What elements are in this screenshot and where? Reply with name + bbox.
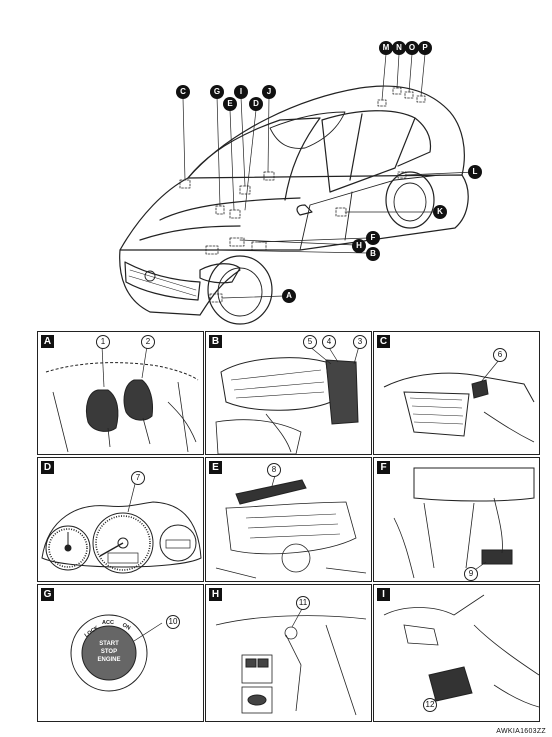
panel-c-tag: C (377, 335, 390, 348)
figure-code: AWKIA1603ZZ (496, 728, 546, 735)
panel-c-drawing (383, 359, 535, 443)
callout-c: C (176, 85, 190, 99)
panel-b-tag: B (209, 335, 222, 348)
number-3: 3 (353, 335, 367, 349)
panel-b-drawing (215, 345, 360, 454)
switch-text-stop: STOP (100, 649, 118, 655)
callout-b: B (366, 247, 380, 261)
callout-e: E (223, 97, 237, 111)
callout-j: J (262, 85, 276, 99)
vehicle-overview: C G E I D J M N O P L K F H B A (0, 0, 552, 328)
panel-f-drawing (393, 467, 535, 579)
panel-a-horns: A 1 2 (37, 331, 204, 455)
start-stop-button[interactable]: START STOP ENGINE (82, 626, 136, 680)
callout-m: M (379, 41, 393, 55)
panel-h-lower-instrument-panel: H 11 (205, 584, 372, 722)
number-11: 11 (296, 596, 310, 610)
callout-g: G (210, 85, 224, 99)
number-10: 10 (166, 615, 180, 629)
panel-i-tag: I (377, 588, 390, 601)
panel-h-drawing (215, 606, 367, 716)
panel-i-console-module: I 12 (373, 584, 540, 722)
panel-b-engine-room: B 5 4 3 (205, 331, 372, 455)
callout-k: K (433, 205, 447, 219)
panel-a-drawing (45, 345, 199, 453)
number-4: 4 (322, 335, 336, 349)
number-1: 1 (96, 335, 110, 349)
panel-e-module: E 8 (205, 457, 372, 582)
panel-a-tag: A (41, 335, 54, 348)
callout-l: L (468, 165, 482, 179)
vehicle-drawing (119, 53, 476, 325)
number-2: 2 (141, 335, 155, 349)
number-5: 5 (303, 335, 317, 349)
callout-o: O (405, 41, 419, 55)
callout-i: I (234, 85, 248, 99)
panel-g-tag: G (41, 588, 54, 601)
number-9: 9 (464, 567, 478, 581)
panel-g-push-button-switch: G 10 LOCK ACC ON START STOP ENGINE (37, 584, 204, 722)
panel-c-sensor: C 6 (373, 331, 540, 455)
panel-e-tag: E (209, 461, 222, 474)
callout-d: D (249, 97, 263, 111)
number-6: 6 (493, 348, 507, 362)
callout-p: P (418, 41, 432, 55)
switch-text-engine: ENGINE (97, 657, 121, 663)
number-8: 8 (267, 463, 281, 477)
panel-e-drawing (215, 471, 367, 579)
panel-h-tag: H (209, 588, 222, 601)
number-7: 7 (131, 471, 145, 485)
panel-d-tag: D (41, 461, 54, 474)
callout-f: F (366, 231, 380, 245)
panel-f-tag: F (377, 461, 390, 474)
panel-d-combination-meter: D 7 (37, 457, 204, 582)
panel-f-pedal-area: F 9 (373, 457, 540, 582)
panel-i-drawing (383, 594, 539, 710)
switch-text-start: START (99, 641, 119, 647)
panel-d-drawing (41, 479, 202, 574)
callout-n: N (392, 41, 406, 55)
callout-h: H (352, 239, 366, 253)
ring-label-acc: ACC (102, 620, 114, 626)
callout-a: A (282, 289, 296, 303)
number-12: 12 (423, 698, 437, 712)
panel-g-drawing (70, 614, 163, 692)
